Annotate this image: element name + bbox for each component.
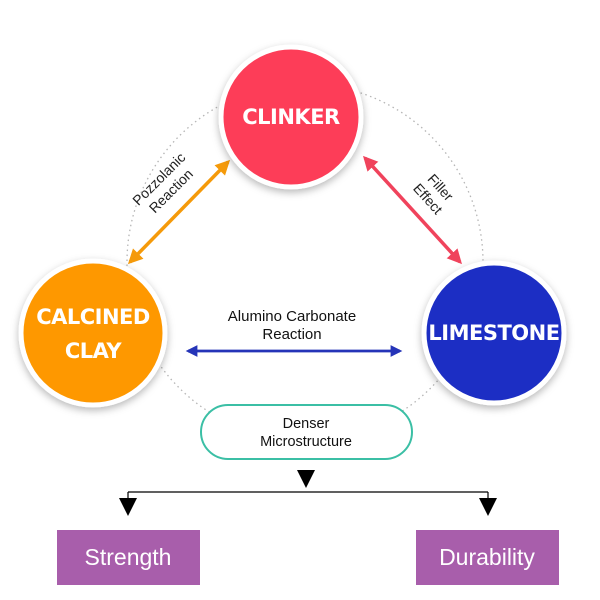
durability-box: Durability bbox=[416, 530, 559, 585]
denser-microstructure-border bbox=[200, 404, 413, 460]
strength-label: Strength bbox=[85, 544, 172, 570]
denser-microstructure-box: Denser Microstructure bbox=[200, 404, 413, 460]
clinker-circle bbox=[218, 44, 364, 190]
clinker-label: CLINKER bbox=[242, 105, 340, 129]
alumino-label-line2: Reaction bbox=[262, 326, 321, 343]
limestone-label: LIMESTONE bbox=[428, 321, 559, 345]
denser-label-line2: Microstructure bbox=[260, 434, 352, 450]
strength-rect bbox=[57, 530, 200, 585]
durability-rect bbox=[416, 530, 559, 585]
pozzolanic-arrow bbox=[127, 159, 231, 265]
limestone-circle bbox=[421, 260, 567, 406]
limestone-node: LIMESTONE bbox=[421, 260, 567, 406]
clinker-node: CLINKER bbox=[218, 44, 364, 190]
pozzolanic-label: Pozzolanic Reaction bbox=[129, 149, 196, 216]
alumino-label-line1: Alumino Carbonate bbox=[228, 308, 356, 325]
calcined-clay-label-line1: CALCINED bbox=[36, 305, 150, 329]
down-arrowhead-right bbox=[479, 498, 497, 516]
calcined-clay-node: CALCINED CLAY bbox=[18, 258, 168, 408]
durability-label: Durability bbox=[439, 544, 535, 570]
filler-label: Filler Effect bbox=[410, 171, 457, 218]
filler-arrow bbox=[363, 155, 462, 265]
calcined-clay-circle bbox=[18, 258, 168, 408]
strength-box: Strength bbox=[57, 530, 200, 585]
branch-connector bbox=[119, 470, 497, 516]
calcined-clay-label-line2: CLAY bbox=[65, 339, 123, 363]
down-arrowhead-left bbox=[119, 498, 137, 516]
down-arrowhead-center bbox=[297, 470, 315, 488]
denser-label-line1: Denser bbox=[283, 416, 330, 432]
